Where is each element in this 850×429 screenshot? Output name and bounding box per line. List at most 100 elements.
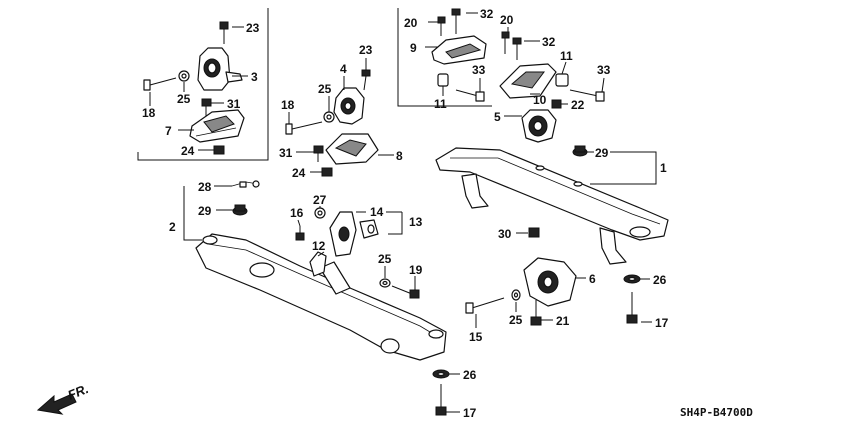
callout-4: 4 [340, 62, 347, 76]
front-direction-label: FR. [66, 381, 91, 403]
callout-33: 33 [597, 63, 611, 77]
callout-labels: 23 3 25 18 31 7 24 23 4 25 18 31 8 24 20… [142, 7, 669, 420]
callout-6: 6 [589, 272, 596, 286]
callout-27: 27 [313, 193, 327, 207]
washer-25-center [323, 111, 335, 123]
washer-25-front [379, 278, 391, 288]
nut-22 [551, 99, 562, 109]
callout-21: 21 [556, 314, 570, 328]
bracket-9 [431, 35, 487, 65]
bolt-18-center [285, 121, 323, 135]
callout-12: 12 [312, 239, 326, 253]
stopper-14 [329, 211, 379, 257]
callout-23: 23 [246, 21, 260, 35]
bolt-21 [530, 300, 542, 326]
bracket-7 [189, 109, 245, 143]
callout-17: 17 [463, 406, 477, 420]
bolt-17-right [626, 292, 638, 324]
bolt-17-bottom [435, 384, 447, 416]
bolt-32-right-box [451, 8, 461, 34]
bolt-15 [465, 297, 505, 314]
callout-25: 25 [318, 82, 332, 96]
callout-3: 3 [251, 70, 258, 84]
callout-19: 19 [409, 263, 423, 277]
bushing-11-right-box [437, 73, 449, 87]
callout-1: 1 [660, 161, 667, 175]
callout-24: 24 [181, 144, 195, 158]
bracket-8 [325, 133, 379, 165]
callout-17: 17 [655, 316, 669, 330]
front-direction-indicator: FR. [36, 381, 91, 415]
bolt-29-rear [572, 145, 588, 157]
callout-20: 20 [404, 16, 418, 30]
callout-24: 24 [292, 166, 306, 180]
callout-5: 5 [494, 110, 501, 124]
callout-2: 2 [169, 220, 176, 234]
callout-26: 26 [463, 368, 477, 382]
engine-mount-4 [333, 87, 365, 125]
engine-mount-5 [521, 109, 557, 143]
front-arrow-icon [36, 393, 77, 415]
bolt-18-left [143, 77, 177, 91]
callout-26: 26 [653, 273, 667, 287]
diagram-code: SH4P-B4700D [680, 406, 753, 419]
callout-16: 16 [290, 206, 304, 220]
callout-32: 32 [480, 7, 494, 21]
callout-32: 32 [542, 35, 556, 49]
callout-18: 18 [142, 106, 156, 120]
bolt-23-top-left [219, 21, 229, 44]
leader-lines [149, 12, 657, 413]
washer-27 [314, 207, 326, 219]
washer-26-right [623, 274, 641, 284]
bolt-29-front [232, 204, 248, 216]
callout-31: 31 [227, 97, 241, 111]
callout-33: 33 [472, 63, 486, 77]
bracket-12 [309, 251, 327, 277]
nut-24-center [321, 167, 333, 177]
bolt-16 [295, 226, 305, 241]
callout-28: 28 [198, 180, 212, 194]
engine-mount-6 [523, 257, 577, 307]
callout-25: 25 [509, 313, 523, 327]
callout-11: 11 [560, 49, 573, 63]
engine-mount-3 [197, 47, 243, 91]
callout-18: 18 [281, 98, 295, 112]
washer-25-left [178, 70, 190, 82]
nut-30 [528, 227, 540, 238]
right-mount-box-frame [397, 8, 492, 107]
left-mount-box-frame [137, 8, 269, 161]
callout-11: 11 [434, 97, 447, 111]
callout-20: 20 [500, 13, 514, 27]
nut-31-center [313, 145, 324, 162]
callout-10: 10 [533, 93, 547, 107]
bolt-32-right [512, 37, 522, 60]
callout-9: 9 [410, 41, 417, 55]
callout-29: 29 [595, 146, 609, 160]
bolt-20-right-box [437, 16, 446, 36]
clip-28 [231, 180, 260, 188]
rear-beam-1 [435, 147, 669, 265]
callout-15: 15 [469, 330, 483, 344]
nut-24-left [213, 145, 225, 155]
callout-23: 23 [359, 43, 373, 57]
washer-26-bottom [432, 369, 450, 379]
callout-29: 29 [198, 204, 212, 218]
engine-mount-10 [499, 63, 557, 99]
callout-7: 7 [165, 124, 172, 138]
bolt-33-right [569, 89, 605, 102]
bolt-23-center [361, 69, 371, 91]
callout-30: 30 [498, 227, 512, 241]
callout-25: 25 [378, 252, 392, 266]
washer-25-lower [511, 289, 521, 301]
callout-13: 13 [409, 215, 423, 229]
bushing-11-right [555, 73, 569, 87]
callout-31: 31 [279, 146, 293, 160]
callout-8: 8 [396, 149, 403, 163]
callout-14: 14 [370, 205, 384, 219]
bolt-20-right [501, 31, 510, 54]
front-subframe-2 [195, 233, 447, 361]
callout-22: 22 [571, 98, 585, 112]
callout-25: 25 [177, 92, 191, 106]
